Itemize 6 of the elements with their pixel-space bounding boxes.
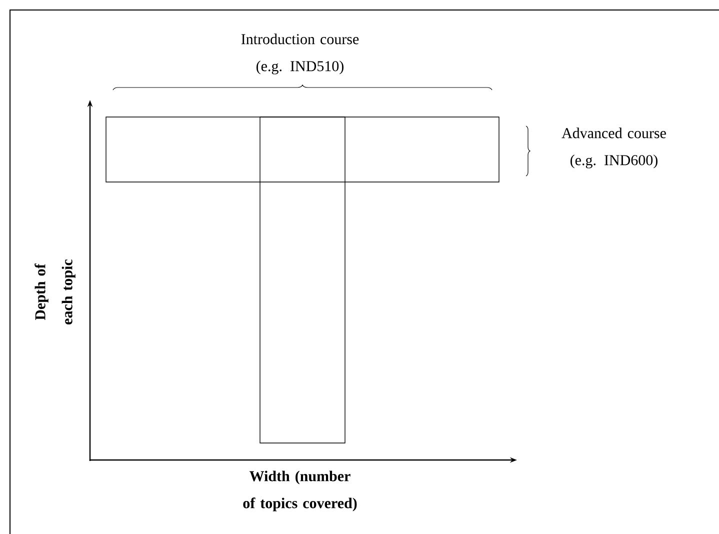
course-label: Introduction course (e.g. IND510) xyxy=(241,34,359,74)
course-label: Advanced course (e.g. IND600) xyxy=(562,128,666,168)
axis-label: Depth of each topic xyxy=(34,259,76,324)
wide-rectangle xyxy=(106,116,500,182)
tall-rectangle xyxy=(260,116,346,444)
axis-label: Width (number of topics covered) xyxy=(243,470,357,512)
